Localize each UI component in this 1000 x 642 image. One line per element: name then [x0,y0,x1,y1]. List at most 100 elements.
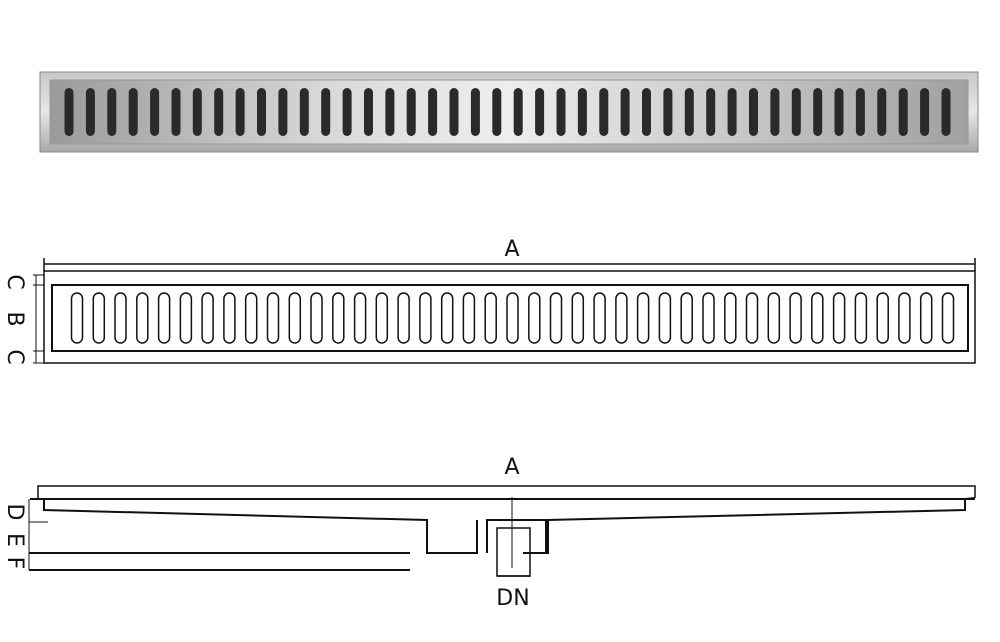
slot [235,88,245,136]
slot [179,292,193,344]
slot [706,88,716,136]
slot [342,88,352,136]
slot [201,292,214,344]
label-f: F [2,557,27,570]
slot [535,88,545,136]
plan-inner-grate [51,284,969,352]
slot [658,292,672,344]
slot [941,88,951,136]
plan-slots [70,292,955,344]
slot [789,292,802,344]
slot [257,88,266,136]
plan-view [33,258,976,364]
label-c-top: C [2,274,27,289]
photo-slots [64,88,951,136]
slot [171,88,181,136]
slot [428,88,438,136]
slot [288,292,302,344]
slot [877,88,887,136]
slot [549,292,563,344]
slot [571,292,585,344]
slot [244,292,258,344]
slot [364,88,373,136]
slot [577,88,587,136]
label-dn: DN [496,586,529,611]
slot [919,292,933,344]
plan-outer-frame [43,270,976,364]
slot [192,88,202,136]
slot [107,88,117,136]
drain-photo [39,71,979,153]
slot [150,88,160,136]
slot [941,292,955,344]
slot [310,292,323,344]
slot [321,88,331,136]
slot [64,88,74,136]
slot [898,88,908,136]
slot [470,88,480,136]
slot [492,88,502,136]
slot [223,292,236,344]
slot [556,88,566,136]
slot [92,292,106,344]
slot [449,88,459,136]
slot [770,88,780,136]
label-d: D [2,504,27,521]
slot [484,292,497,344]
side-channel-left [30,498,478,554]
slot [332,292,345,344]
slot [876,292,889,344]
slot [214,88,224,136]
side-view [28,485,976,577]
slot [636,292,650,344]
slot [855,88,865,136]
slot [642,88,651,136]
label-b: B [2,311,27,326]
slot [157,292,171,344]
slot [767,292,781,344]
slot [440,292,454,344]
label-e: E [2,533,27,547]
slot [593,292,606,344]
slot [128,88,138,136]
slot [462,292,476,344]
slot [680,292,693,344]
slot [136,292,149,344]
slot [114,292,127,344]
slot [749,88,758,136]
slot [278,88,288,136]
slot [684,88,694,136]
slot [506,292,519,344]
slot [419,292,432,344]
label-a-side: A [504,455,519,480]
label-a-plan: A [504,237,519,262]
photo-grate [49,79,969,145]
slot [385,88,395,136]
side-top-plate [37,485,976,499]
slot [397,292,410,344]
slot [375,292,389,344]
slot [70,292,84,344]
slot [528,292,541,344]
side-channel-right [30,497,976,554]
slot [599,88,609,136]
slot [299,88,309,136]
slot [920,88,930,136]
slot [513,88,523,136]
slot [353,292,367,344]
slot [406,88,416,136]
slot [745,292,759,344]
slot [663,88,673,136]
slot [832,292,846,344]
slot [811,292,824,344]
slot [724,292,737,344]
slot [266,292,280,344]
slot [702,292,715,344]
slot [727,88,737,136]
slot [615,292,628,344]
label-c-bottom: C [2,349,27,364]
slot [898,292,911,344]
slot [813,88,823,136]
slot [791,88,801,136]
